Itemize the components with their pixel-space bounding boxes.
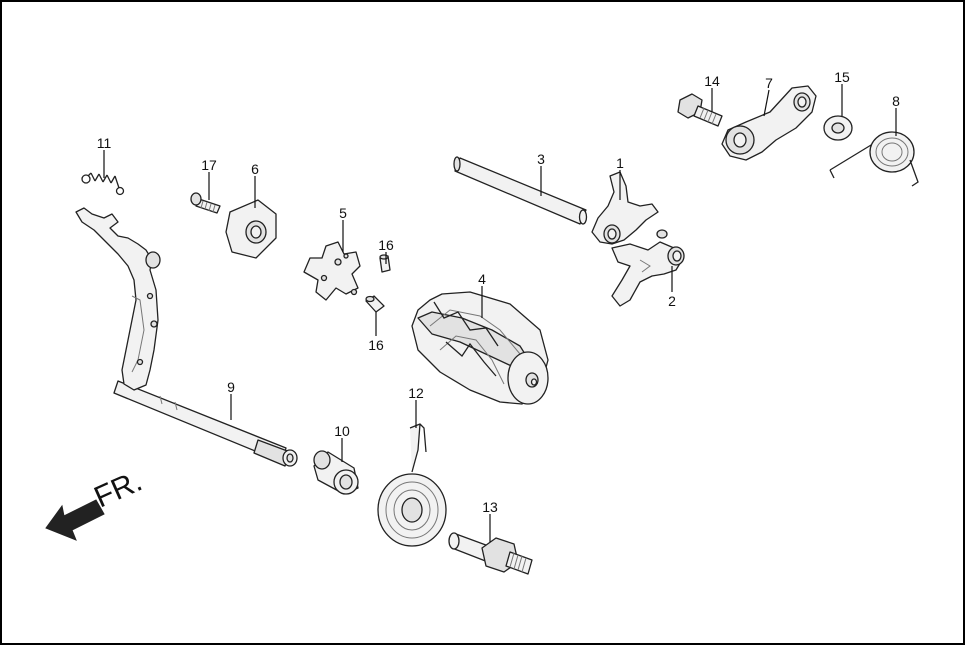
part-8-stopper-spring — [829, 131, 919, 187]
callout-4: 4 — [478, 271, 486, 287]
callout-5: 5 — [339, 205, 347, 221]
callout-1: 1 — [616, 155, 624, 171]
callout-numbers: 11 17 6 5 16 16 4 3 1 2 14 7 15 8 9 10 1… — [97, 69, 900, 515]
part-13-pivot-bolt — [448, 532, 533, 575]
part-15-washer — [823, 115, 853, 141]
callout-8: 8 — [892, 93, 900, 109]
callout-14: 14 — [704, 73, 720, 89]
leader-lines — [103, 84, 897, 542]
part-7-stopper-arm — [721, 85, 817, 161]
callout-11: 11 — [97, 135, 112, 151]
part-17-screw — [190, 192, 221, 214]
callout-16b: 16 — [368, 337, 384, 353]
callout-16a: 16 — [378, 237, 394, 253]
callout-9: 9 — [227, 379, 235, 395]
callout-15: 15 — [834, 69, 850, 85]
part-6-stopper-plate — [225, 199, 277, 259]
callout-3: 3 — [537, 151, 545, 167]
part-3-fork-shaft — [453, 156, 588, 225]
part-1-shift-fork-upper — [591, 171, 659, 245]
callout-7: 7 — [765, 75, 773, 91]
callout-12: 12 — [408, 385, 424, 401]
front-direction-arrow — [45, 499, 105, 541]
part-9-gearshift-spindle — [75, 207, 298, 467]
part-5-center-plate — [303, 241, 361, 301]
part-11-tension-spring — [81, 172, 125, 196]
part-10-collar — [313, 450, 359, 495]
callout-6: 6 — [251, 161, 259, 177]
part-16-dowel-pins — [365, 254, 391, 313]
part-4-shift-drum — [411, 291, 549, 405]
part-14-flange-bolt — [677, 93, 723, 127]
part-2-shift-fork-lower — [611, 229, 685, 307]
callout-10: 10 — [334, 423, 350, 439]
callout-2: 2 — [668, 293, 676, 309]
part-12-return-spring — [377, 423, 447, 547]
callout-13: 13 — [482, 499, 498, 515]
callout-17: 17 — [201, 157, 217, 173]
